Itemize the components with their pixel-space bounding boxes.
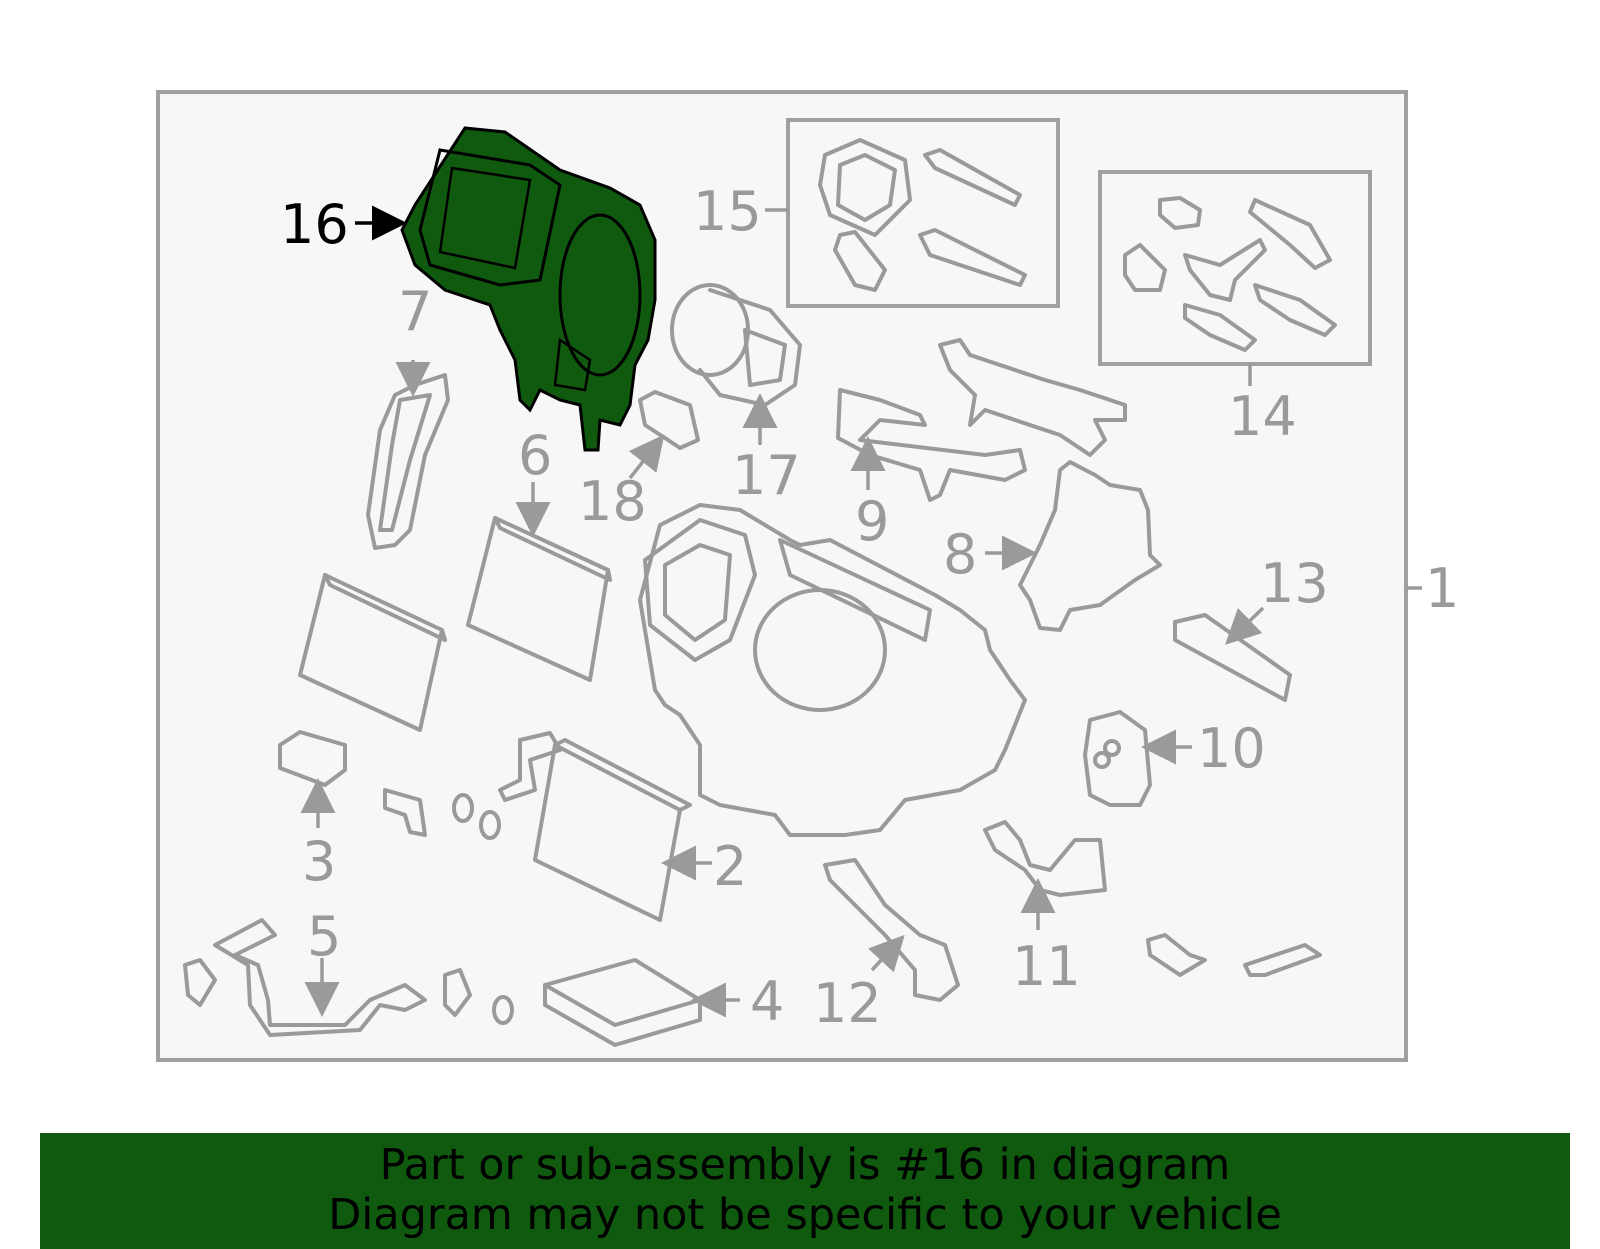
part-11-bracket[interactable] bbox=[983, 820, 1107, 897]
callout-1: 1 bbox=[1425, 557, 1459, 620]
group-box-14 bbox=[1098, 170, 1372, 366]
part-15-seals[interactable] bbox=[818, 138, 1027, 292]
part-1-hvac-case[interactable] bbox=[638, 503, 1027, 837]
callout-10: 10 bbox=[1197, 717, 1266, 780]
part-16-blower-housing[interactable] bbox=[400, 126, 657, 452]
part-12-hose[interactable] bbox=[823, 858, 960, 1002]
callout-2: 2 bbox=[713, 835, 747, 898]
callout-15: 15 bbox=[693, 180, 762, 243]
callout-18: 18 bbox=[578, 470, 647, 533]
part-3-sensor[interactable] bbox=[278, 730, 347, 787]
callout-7: 7 bbox=[398, 280, 432, 343]
callout-12: 12 bbox=[813, 972, 882, 1035]
callout-3: 3 bbox=[302, 830, 336, 893]
callout-11: 11 bbox=[1012, 935, 1081, 998]
part-4-heater-core[interactable] bbox=[543, 958, 702, 1047]
part-13-duct[interactable] bbox=[1173, 613, 1292, 702]
part-2-evaporator[interactable] bbox=[498, 731, 692, 922]
info-banner: Part or sub-assembly is #16 in diagram D… bbox=[40, 1133, 1570, 1249]
part-18-resistor[interactable] bbox=[638, 390, 700, 450]
banner-line-2: Diagram may not be specific to your vehi… bbox=[328, 1190, 1282, 1240]
part-9-lever[interactable] bbox=[836, 388, 1027, 502]
callout-8: 8 bbox=[943, 523, 977, 586]
callout-6: 6 bbox=[518, 424, 552, 487]
leader-12 bbox=[868, 934, 905, 973]
part-clip-small[interactable] bbox=[383, 788, 427, 837]
leader-18 bbox=[628, 434, 665, 480]
callout-17: 17 bbox=[732, 444, 801, 507]
part-17-blower-motor[interactable] bbox=[670, 283, 802, 407]
banner-line-1: Part or sub-assembly is #16 in diagram bbox=[379, 1140, 1231, 1190]
callout-16: 16 bbox=[280, 193, 349, 256]
callout-4: 4 bbox=[750, 970, 784, 1033]
callout-9: 9 bbox=[855, 490, 889, 553]
part-clips-bottom-right[interactable] bbox=[1146, 933, 1322, 977]
callout-14: 14 bbox=[1228, 385, 1297, 448]
part-6-filter[interactable] bbox=[466, 516, 612, 682]
part-5-hoses[interactable] bbox=[183, 918, 472, 1037]
part-orings[interactable] bbox=[452, 793, 514, 1025]
part-14-actuator-links[interactable] bbox=[1123, 196, 1337, 352]
callout-5: 5 bbox=[307, 905, 341, 968]
callout-13: 13 bbox=[1260, 552, 1329, 615]
part-filter-lower[interactable] bbox=[298, 573, 447, 732]
part-10-actuator[interactable] bbox=[1083, 710, 1152, 807]
leader-13 bbox=[1224, 606, 1265, 645]
part-8-linkage[interactable] bbox=[938, 338, 1162, 632]
